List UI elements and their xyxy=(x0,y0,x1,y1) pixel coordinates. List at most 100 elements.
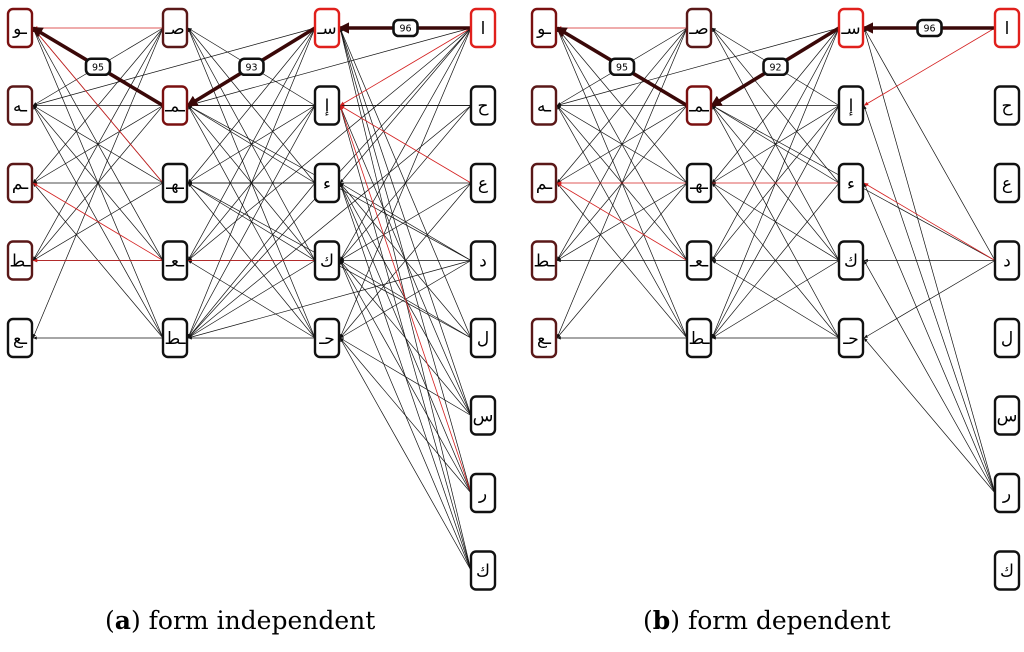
letter-node-label: ـم xyxy=(12,174,29,194)
letter-node: ـهـ xyxy=(161,162,189,204)
edge-arrow xyxy=(863,27,996,261)
letter-node: ك xyxy=(313,240,341,281)
letter-node: ـعـ xyxy=(685,240,713,281)
letter-node: ـو xyxy=(6,7,34,49)
edge-arrow-red xyxy=(556,182,688,261)
edge-arrow xyxy=(339,182,472,571)
letter-node-box xyxy=(161,85,189,126)
letter-node-label: ـه xyxy=(13,97,28,117)
letter-node-label: ك xyxy=(844,252,858,272)
letter-node-box xyxy=(993,85,1021,126)
letter-node: ـهـ xyxy=(685,162,713,204)
letter-node: ء xyxy=(313,162,341,204)
edge-arrow xyxy=(556,27,688,184)
letter-node-label: صـ xyxy=(688,19,708,39)
edge-arrow xyxy=(187,27,316,261)
letter-node: ر xyxy=(469,472,497,514)
letter-node: ـع xyxy=(530,317,558,359)
edge-arrow xyxy=(863,337,996,494)
edge-arrow xyxy=(32,27,164,261)
letter-node: د xyxy=(469,240,497,281)
letter-node-label: ك xyxy=(476,562,490,582)
letter-node-label: ـم xyxy=(536,174,553,194)
letter-node: ح xyxy=(993,85,1021,126)
letter-node-box xyxy=(469,85,497,126)
letter-node-box xyxy=(993,550,1021,591)
letter-node-label: ـمـ xyxy=(688,97,710,117)
edge-arrow xyxy=(556,182,688,339)
letter-node-label: ء xyxy=(847,174,855,194)
letter-node-label: ـع xyxy=(13,329,28,349)
letter-node: ـمـ xyxy=(161,85,189,126)
letter-node-label: ا xyxy=(1005,19,1010,39)
letter-node: صـ xyxy=(685,7,713,49)
letter-node-label: صـ xyxy=(164,19,184,39)
caption-a-text: form independent xyxy=(148,606,376,635)
caption-a-tag: a xyxy=(114,606,131,635)
letter-node-label: إ xyxy=(325,97,330,117)
letter-node-label: س xyxy=(473,407,494,427)
letter-node-label: س xyxy=(997,407,1018,427)
letter-node-label: ح xyxy=(478,97,489,117)
letter-node-label: ـط xyxy=(164,329,186,349)
letter-node: ـط xyxy=(6,240,34,281)
letter-node: إ xyxy=(837,85,865,126)
edge-arrow xyxy=(711,182,840,339)
edge-arrow xyxy=(711,105,840,339)
letter-node-label: ح xyxy=(1002,97,1013,117)
letter-node-label: د xyxy=(1003,252,1011,272)
letter-node: ـو xyxy=(530,7,558,49)
letter-node: ر xyxy=(993,472,1021,514)
letter-node-box xyxy=(161,240,189,281)
edge-arrow xyxy=(863,182,996,494)
letter-node-box xyxy=(530,240,558,281)
letter-node: ع xyxy=(993,162,1021,204)
edge-arrow-red xyxy=(863,182,996,261)
edge-arrow-red xyxy=(32,182,164,261)
edge-arrow xyxy=(339,105,472,571)
diagram-form-dependent: 969295احعدلسركسـإءكحـصــمــهــعــطـوـهـم… xyxy=(530,7,1021,591)
letter-node-box xyxy=(313,7,341,49)
weight-badge xyxy=(84,57,112,77)
edge-arrow xyxy=(187,105,472,339)
letter-node-box xyxy=(161,7,189,49)
letter-node: ء xyxy=(837,162,865,204)
edge-arrow xyxy=(187,105,316,339)
letter-node-box xyxy=(313,85,341,126)
letter-node-label: ل xyxy=(1001,329,1013,349)
letter-node-label: ل xyxy=(477,329,489,349)
letter-node: ك xyxy=(469,550,497,591)
edge-arrow xyxy=(187,27,316,339)
letter-node-label: ـط xyxy=(9,252,31,272)
letter-node: ـه xyxy=(6,85,34,126)
weight-label: 96 xyxy=(399,24,411,35)
weight-badge xyxy=(916,18,943,38)
letter-node: صـ xyxy=(161,7,189,49)
edge-arrow xyxy=(863,260,996,494)
weight-label: 93 xyxy=(245,62,257,73)
weight-label: 95 xyxy=(616,62,628,73)
edge-arrow-red xyxy=(863,27,996,106)
edge-arrow xyxy=(711,27,840,261)
letter-node: حـ xyxy=(313,317,341,359)
edge-arrow xyxy=(339,27,472,416)
letter-node-label: د xyxy=(479,252,487,272)
edge-arrow-red xyxy=(32,27,164,184)
letter-node-box xyxy=(837,7,865,49)
letter-node: ـم xyxy=(530,162,558,204)
diagram-form-independent: 969395احعدلسركسـإءكحـصــمــهــعــطـوـهـم… xyxy=(6,7,497,591)
letter-node: ك xyxy=(837,240,865,281)
letter-node-box xyxy=(993,395,1021,436)
letter-node-box xyxy=(993,7,1021,49)
edge-arrow xyxy=(863,27,996,494)
edge-arrow xyxy=(187,260,472,339)
edge-arrow xyxy=(556,27,840,107)
edge-arrow xyxy=(32,27,316,107)
letter-node: ك xyxy=(993,550,1021,591)
letter-node-label: حـ xyxy=(318,329,335,349)
letter-node-box xyxy=(6,162,34,204)
letter-node-label: ء xyxy=(323,174,331,194)
letter-node: ا xyxy=(469,7,497,49)
